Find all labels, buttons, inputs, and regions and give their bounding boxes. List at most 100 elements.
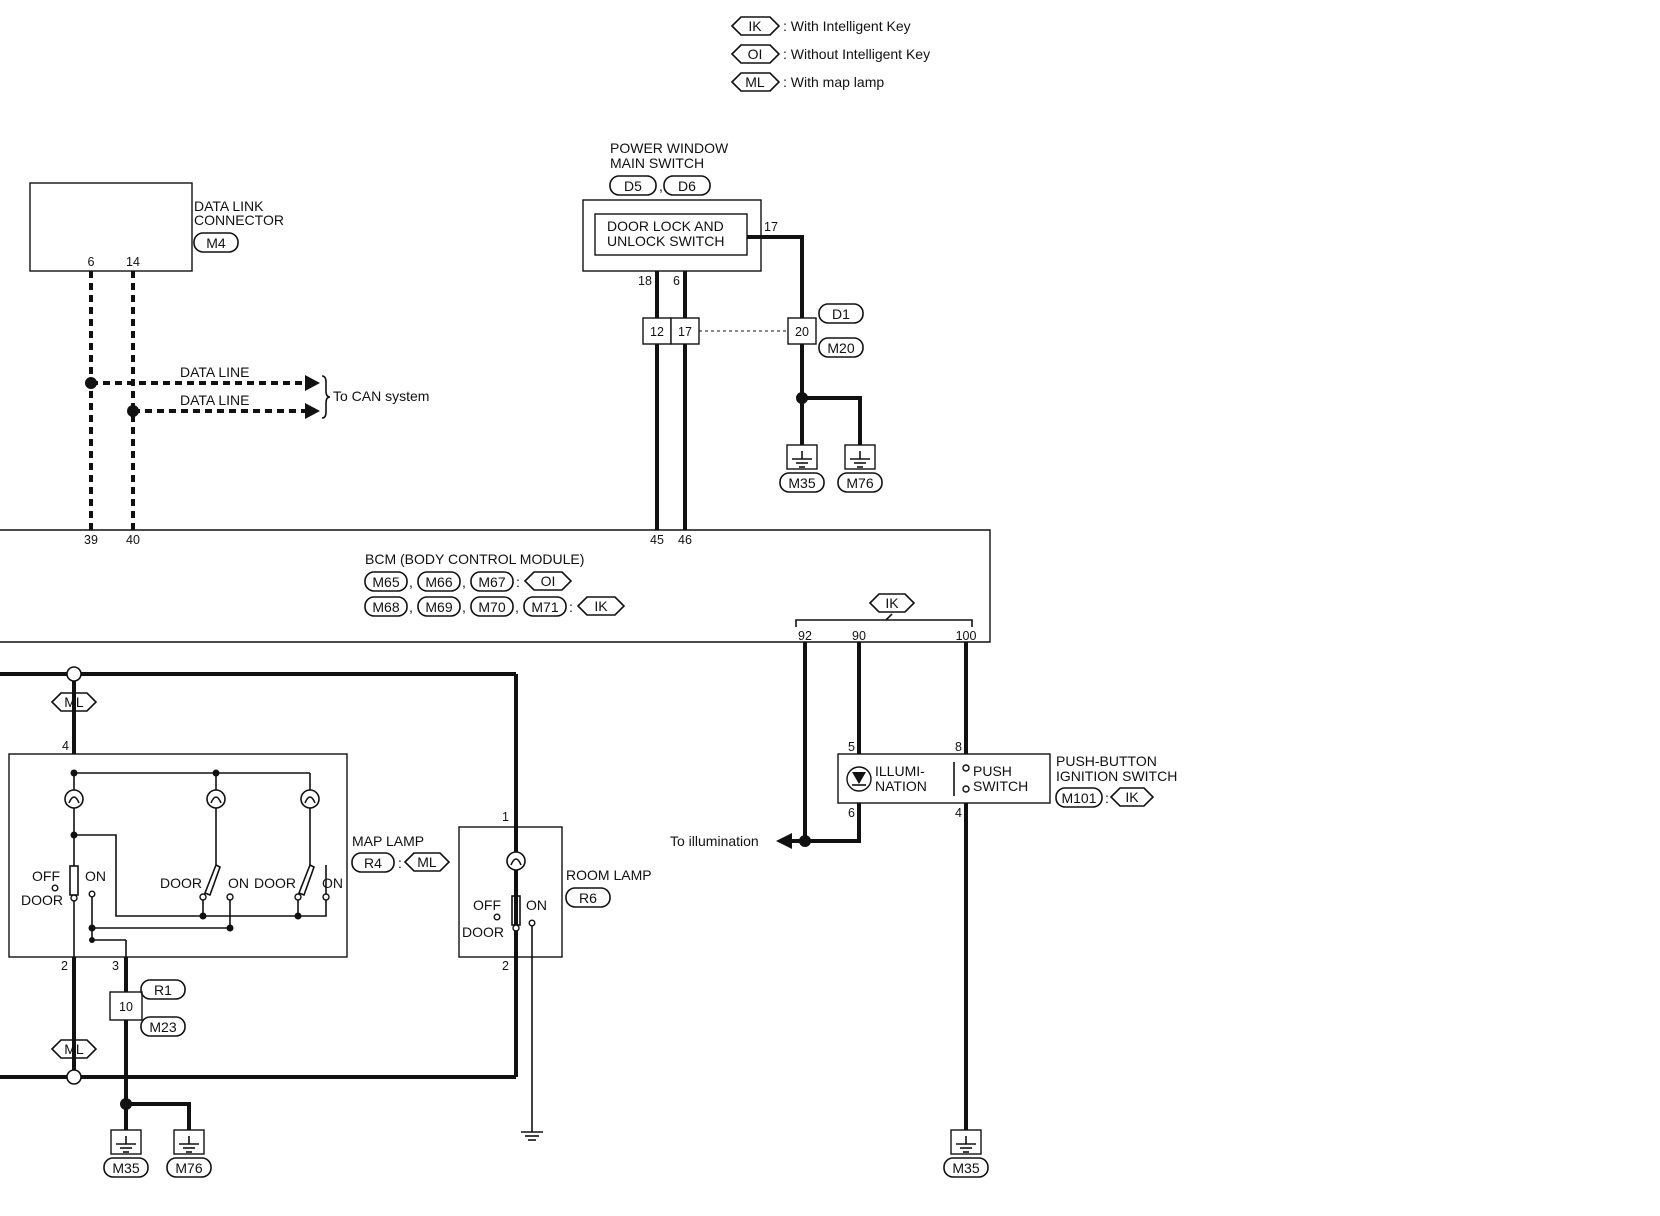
map-lamp-connector-r4: R4	[364, 855, 382, 871]
separator: ,	[515, 599, 519, 615]
room-lamp-title: ROOM LAMP	[566, 867, 652, 883]
room-lamp-pin-2: 2	[502, 959, 509, 973]
map-lamp-tag-ml: ML	[417, 854, 437, 870]
legend-item-ik: IK : With Intelligent Key	[730, 16, 911, 36]
legend: IK : With Intelligent Key OI : Without I…	[730, 16, 930, 92]
legend-text: : Without Intelligent Key	[783, 46, 930, 62]
switch-on-label: ON	[228, 875, 249, 891]
ignition-wiring: To illumination	[670, 642, 968, 1130]
bcm-pin-39: 39	[84, 533, 98, 547]
ground-m76-top: M76	[837, 444, 883, 493]
door-lock-switch-label-line2: UNLOCK SWITCH	[607, 233, 724, 249]
separator: ,	[462, 599, 466, 615]
bcm-pin-46: 46	[678, 533, 692, 547]
map-lamp-pin-2: 2	[61, 959, 68, 973]
ground-label-m35: M35	[112, 1160, 139, 1176]
door-lock-switch-label-line1: DOOR LOCK AND	[607, 218, 724, 234]
ignition-pin-6: 6	[848, 806, 855, 820]
pwms-pin-6: 6	[673, 274, 680, 288]
bcm-connector: M71	[531, 599, 558, 615]
bcm-connector: M70	[478, 599, 505, 615]
to-can-system-label: To CAN system	[333, 388, 429, 404]
bcm-tag-ik: IK	[594, 598, 608, 614]
ml-tag-bottom: ML	[64, 1041, 84, 1057]
separator: :	[516, 574, 520, 590]
room-lamp-pin-1: 1	[502, 810, 509, 824]
bcm-pin-45: 45	[650, 533, 664, 547]
legend-code: OI	[748, 46, 763, 62]
map-lamp-pin-4: 4	[62, 739, 69, 753]
ignition-title-line2: IGNITION SWITCH	[1056, 768, 1177, 784]
ignition-pin-4: 4	[955, 806, 962, 820]
switch-on-label: ON	[322, 875, 343, 891]
pwms-pin-17: 17	[764, 220, 778, 234]
pwms-pin-18: 18	[638, 274, 652, 288]
r1-m23-connector: 10 R1 M23	[109, 957, 191, 1130]
separator: ,	[462, 574, 466, 590]
legend-text: : With Intelligent Key	[783, 18, 911, 34]
bulb-icon	[300, 789, 320, 809]
led-icon	[846, 766, 872, 792]
ground-label-m35: M35	[788, 475, 815, 491]
ground-m76-bottom-left: M76	[166, 1129, 212, 1178]
ground-label-m35: M35	[952, 1160, 979, 1176]
ground-m35-bottom-left: M35	[103, 1129, 149, 1178]
connector-m20: M20	[827, 340, 854, 356]
junction-connectors: 12 17 20 D1 M20	[642, 303, 864, 358]
bcm-tag-oi: OI	[541, 573, 556, 589]
legend-code: ML	[745, 74, 765, 90]
bulb-icon	[506, 851, 526, 871]
separator: ,	[659, 178, 663, 194]
dlc-title-line2: CONNECTOR	[194, 212, 284, 228]
connector-d1: D1	[832, 306, 850, 322]
ground-label-m76: M76	[175, 1160, 202, 1176]
bcm-pin-40: 40	[126, 533, 140, 547]
connector-m23: M23	[149, 1019, 176, 1035]
dlc-title-line1: DATA LINK	[194, 198, 264, 214]
junction-pin-17: 17	[678, 325, 692, 339]
ground-m35-top: M35	[779, 444, 825, 493]
bcm-pin-92: 92	[798, 629, 812, 643]
data-link-connector: DATA LINK CONNECTOR M4 6 14	[29, 182, 284, 272]
bcm-connector: M69	[425, 599, 452, 615]
power-window-main-switch: POWER WINDOW MAIN SWITCH D5 , D6 DOOR LO…	[582, 140, 778, 288]
junction-pin-20: 20	[795, 325, 809, 339]
switch-on-label: ON	[85, 868, 106, 884]
bcm-ik-pins-tag: IK	[885, 595, 899, 611]
separator: :	[569, 599, 573, 615]
push-switch-label-line2: SWITCH	[973, 778, 1028, 794]
switch-on-label: ON	[526, 897, 547, 913]
bulb-icon	[64, 789, 84, 809]
legend-code: IK	[748, 18, 762, 34]
bcm-connector: M66	[425, 574, 452, 590]
separator: ,	[409, 599, 413, 615]
bcm-module: 39 40 45 46 BCM (BODY CONTROL MODULE) M6…	[0, 529, 991, 643]
ground-m35-bottom-right: M35	[943, 1129, 989, 1178]
map-lamp-pin-3: 3	[112, 959, 119, 973]
switch-door-label: DOOR	[160, 875, 202, 891]
switch-door-label: DOOR	[462, 924, 504, 940]
pwms-connector-d6: D6	[678, 178, 696, 194]
junction-pin-12: 12	[650, 325, 664, 339]
push-switch-label-line1: PUSH	[973, 763, 1012, 779]
legend-item-ml: ML : With map lamp	[730, 72, 884, 92]
ignition-title-line1: PUSH-BUTTON	[1056, 753, 1157, 769]
pwms-wires	[655, 235, 862, 530]
to-illumination-label: To illumination	[670, 833, 759, 849]
ignition-pin-8: 8	[955, 740, 962, 754]
room-lamp-connector-r6: R6	[579, 890, 597, 906]
illumination-label-line2: NATION	[875, 778, 927, 794]
map-lamp-title: MAP LAMP	[352, 833, 424, 849]
data-line-label: DATA LINE	[180, 364, 250, 380]
switch-off-label: OFF	[473, 897, 501, 913]
bcm-connector: M67	[478, 574, 505, 590]
separator: :	[1105, 790, 1109, 806]
pwms-connector-d5: D5	[624, 178, 642, 194]
room-lamp: OFF ON DOOR 1 2 ROOM LAMP R6	[458, 810, 652, 1141]
bcm-pin-100: 100	[956, 629, 977, 643]
pwms-title-line1: POWER WINDOW	[610, 140, 729, 156]
bcm-connector: M68	[372, 599, 399, 615]
legend-item-oi: OI : Without Intelligent Key	[730, 44, 930, 64]
data-line-label: DATA LINE	[180, 392, 250, 408]
